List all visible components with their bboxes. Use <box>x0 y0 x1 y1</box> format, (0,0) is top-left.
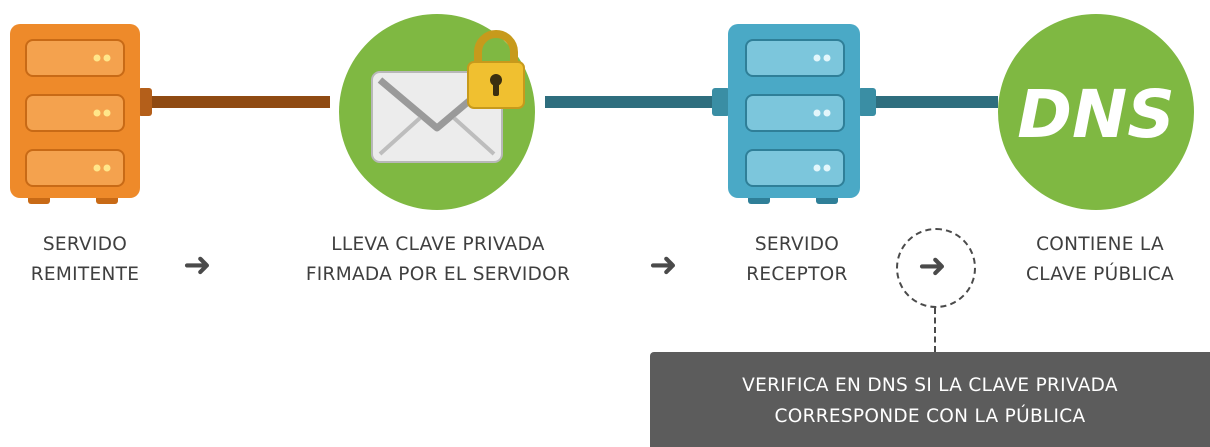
cable-teal <box>545 88 998 116</box>
step-receiver-line2: RECEPTOR <box>746 264 848 285</box>
diagram-artwork: DNS <box>10 14 1194 210</box>
verification-note-line2: CORRESPONDE CON LA PÚBLICA <box>774 406 1086 427</box>
step-receiver-line1: SERVIDO <box>754 234 840 255</box>
verification-note-line1: VERIFICA EN DNS SI LA CLAVE PRIVADA <box>742 375 1118 396</box>
verification-note: VERIFICA EN DNS SI LA CLAVE PRIVADA CORR… <box>650 352 1210 447</box>
verify-dashed-circle <box>896 228 976 308</box>
step-dns-caption: CONTIENE LA CLAVE PÚBLICA <box>995 230 1205 290</box>
arrow-right-icon: ➜ <box>918 246 947 286</box>
dns-label: DNS <box>1017 76 1175 153</box>
step-dns-line1: CONTIENE LA <box>1036 234 1164 255</box>
dns-icon: DNS <box>998 14 1194 210</box>
verify-dashed-connector <box>934 308 936 352</box>
step-signed-caption: LLEVA CLAVE PRIVADA FIRMADA POR EL SERVI… <box>262 230 614 290</box>
cable-brown <box>138 88 330 116</box>
arrow-right-icon: ➜ <box>183 245 212 285</box>
lock-icon <box>467 30 525 109</box>
step-dns-line2: CLAVE PÚBLICA <box>1026 264 1174 285</box>
step-signed-line1: LLEVA CLAVE PRIVADA <box>331 234 545 255</box>
step-sender-caption: SERVIDO REMITENTE <box>10 230 160 290</box>
arrow-right-icon: ➜ <box>649 245 678 285</box>
step-receiver-caption: SERVIDO RECEPTOR <box>722 230 872 290</box>
sender-server-icon <box>10 24 140 204</box>
signed-envelope-icon <box>339 14 535 210</box>
step-signed-line2: FIRMADA POR EL SERVIDOR <box>305 264 571 285</box>
step-sender-line2: REMITENTE <box>30 264 140 285</box>
receiver-server-icon <box>728 24 860 204</box>
step-sender-line1: SERVIDO <box>42 234 128 255</box>
